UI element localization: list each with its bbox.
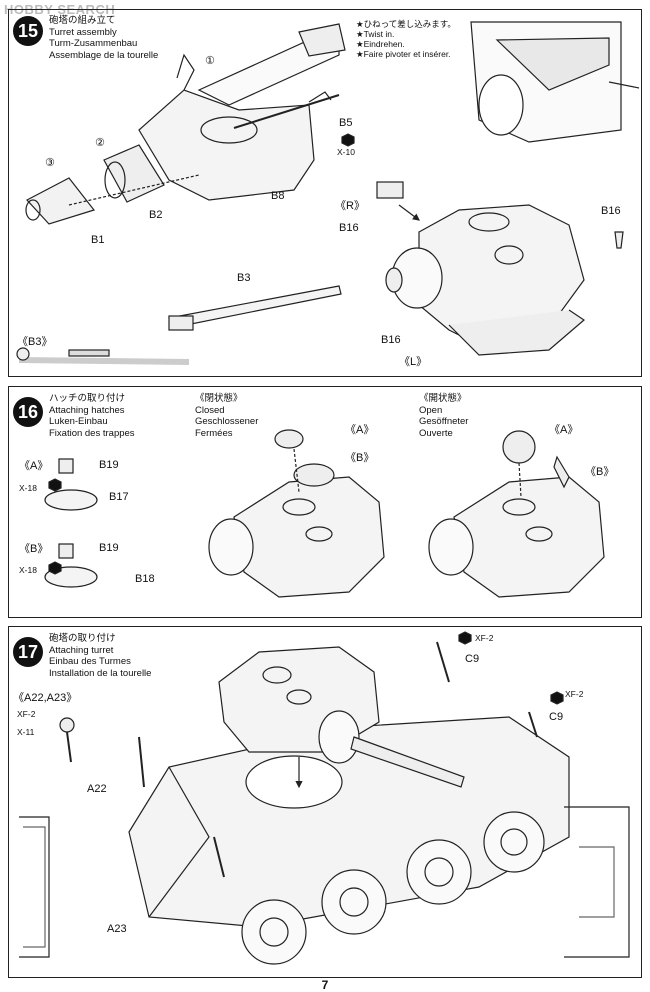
twist-in-note: ★ひねって差し込みます。 ★Twist in. ★Eindrehen. ★Fai… [356,19,456,59]
part-b19-lower: B19 [99,542,119,554]
step-15-number: 15 [13,16,43,46]
step-16-number: 16 [13,397,43,427]
closed-caption: 《閉状態》 Closed Geschlossener Fermées [195,393,259,439]
part-a23: A23 [107,923,127,935]
closed-marker-b: 《B》 [345,452,375,464]
paint-xf2-top: XF-2 [475,633,494,643]
step-15-title-de: Turm-Zusammenbau [49,38,138,49]
order-mark-2: ② [95,137,105,149]
open-marker-b: 《B》 [585,466,615,478]
part-c9-top: C9 [465,653,480,665]
open-caption: 《開状態》 Open Gesöffneter Ouverte [419,393,469,439]
turret-assembly-diagram [16,21,640,365]
part-c9-right: C9 [549,711,564,723]
part-b3: B3 [237,272,251,284]
part-b18: B18 [135,573,155,585]
paint-x18-lower: X-18 [19,565,37,575]
left-marker-a: 《A》 [19,460,49,472]
open-marker-a: 《A》 [549,424,579,436]
step-16-title: ハッチの取り付け Attaching hatches Luken-Einbau … [49,393,135,439]
step-15-title-en: Turret assembly [49,26,117,38]
order-mark-1: ① [205,55,215,67]
part-b2: B2 [149,209,163,221]
page-number: 7 [321,978,329,992]
step-17-number: 17 [13,637,43,667]
step-15-title: 砲塔の組み立て Turret assembly Turm-Zusammenbau… [49,15,158,61]
part-b17: B17 [109,491,129,503]
order-mark-3: ③ [45,157,55,169]
hatch-diagram [44,429,605,598]
part-a22: A22 [87,783,107,795]
marker-a22-a23: 《A22,A23》 [13,692,78,704]
marker-r: 《R》 [335,200,365,212]
step-15-title-ja: 砲塔の組み立て [49,15,116,26]
step-17-panel: 17 砲塔の取り付け Attaching turret Einbau des T… [8,626,642,978]
paint-x11: X-11 [17,727,35,737]
left-marker-b: 《B》 [19,543,49,555]
marker-b3: 《B3》 [17,336,53,348]
paint-b5: X-10 [337,147,355,157]
step-15-title-fr: Assemblage de la tourelle [49,49,159,61]
part-b8: B8 [271,190,285,202]
part-b16-bottom: B16 [381,334,401,346]
part-b1: B1 [91,234,105,246]
part-b19-upper: B19 [99,459,119,471]
paint-x18-upper: X-18 [19,483,37,493]
marker-l: 《L》 [399,356,428,368]
part-b5: B5 [339,117,353,129]
step-17-title: 砲塔の取り付け Attaching turret Einbau des Turm… [49,633,152,679]
closed-marker-a: 《A》 [345,424,375,436]
step-16-panel: 16 ハッチの取り付け Attaching hatches Luken-Einb… [8,386,642,618]
step-15-panel: 15 砲塔の組み立て Turret assembly Turm-Zusammen… [8,9,642,377]
turret-install-diagram [19,631,630,965]
part-b16-left: B16 [339,222,359,234]
part-b16-right: B16 [601,205,621,217]
paint-xf2-right: XF-2 [565,689,584,699]
paint-xf2-left: XF-2 [17,709,36,719]
